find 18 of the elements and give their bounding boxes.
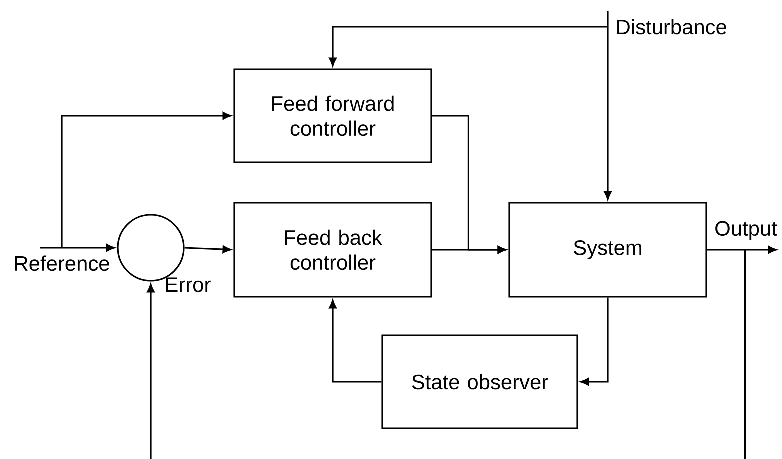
arrow — [604, 11, 612, 200]
process-box: Feed forward controller — [234, 68, 432, 164]
arrow — [329, 26, 608, 66]
arrow — [707, 246, 777, 254]
signal-label: Reference — [15, 256, 110, 272]
arrow — [61, 112, 232, 248]
arrow — [329, 300, 382, 383]
process-box: State observer — [382, 334, 578, 430]
signal-label: Error — [166, 278, 211, 292]
arrow — [432, 115, 506, 254]
process-box: System — [508, 202, 708, 298]
signal-label: Disturbance — [618, 19, 726, 35]
arrow — [40, 244, 115, 252]
arrow — [147, 284, 155, 459]
process-box: Feed back controller — [234, 202, 432, 298]
arrow — [184, 246, 232, 254]
arrow — [580, 298, 609, 386]
signal-label: Output — [716, 221, 778, 240]
